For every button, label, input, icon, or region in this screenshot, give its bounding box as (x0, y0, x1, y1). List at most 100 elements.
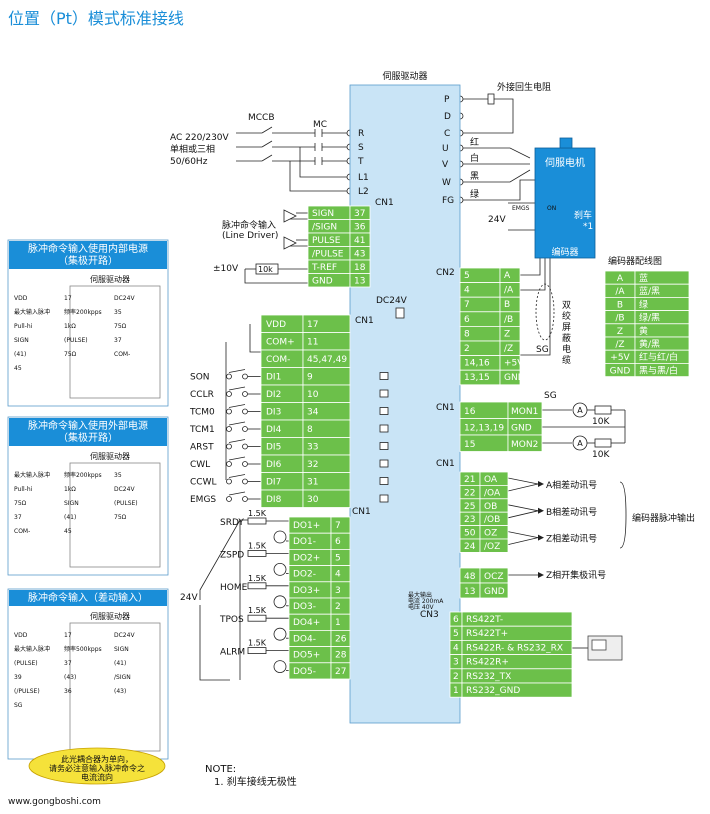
brake-label: 刹车 (574, 209, 592, 221)
side-panel-title: 脉冲命令输入（差动输入） (28, 591, 148, 604)
cable-label: 绞 (562, 310, 571, 322)
monitor-resistor (594, 438, 612, 448)
do-name: DO5+ (293, 651, 320, 661)
di-optocoupler (379, 459, 389, 468)
cn2-pin-number: 2 (464, 344, 470, 354)
cn2-pin-number: 14,16 (464, 359, 490, 369)
cn3-name: RS422T+ (466, 629, 508, 639)
cable-label: 屏 (562, 322, 571, 333)
cn1-do-label: CN1 (352, 507, 371, 517)
power-spec-line: 50/60Hz (170, 157, 208, 167)
motor-terminal-label: FG (442, 196, 454, 206)
regen-resistor (487, 93, 495, 105)
side-panel-title: （集极开路） (58, 254, 118, 267)
monitor-resistor (594, 405, 612, 415)
pulse-caption: 脉冲命令输入 (222, 219, 276, 231)
cn3-label: CN3 (420, 610, 439, 620)
di-switch-terminal (226, 496, 232, 502)
side-panel-label: (43) (64, 674, 76, 681)
side-panel-label: 75Ω (114, 323, 127, 330)
di-name: DI7 (266, 478, 281, 488)
cn1-label: CN1 (375, 198, 394, 208)
di-optocoupler (379, 477, 389, 485)
enc-out-signal-label: Z相差动讯号 (546, 533, 597, 545)
side-panel-label: 频率200kpps (64, 308, 102, 316)
side-panel-label: 1kΩ (64, 486, 76, 493)
di-pin: 33 (307, 443, 318, 453)
cn3-name: RS232_GND (466, 686, 520, 696)
enc-out-wire (507, 531, 539, 538)
encoder-table-color: 红与红/白 (639, 351, 678, 363)
di-switch-blade (228, 491, 246, 496)
enc-out-wire (507, 477, 539, 485)
cn3-pin: 5 (453, 629, 459, 639)
cn3-name: RS232_TX (466, 672, 511, 682)
di-signal-label: CCLR (190, 390, 214, 400)
cn2-pin-number: 6 (464, 315, 470, 325)
line-driver-symbol (283, 209, 297, 223)
enc-out-wire (507, 510, 539, 519)
pot-wire (244, 269, 308, 284)
side-panel-label: (41) (14, 351, 26, 358)
side-panel-header (9, 241, 167, 269)
caution-text: 请务必注意输入脉冲命令之 (49, 763, 145, 773)
side-panel-label: COM- (14, 528, 30, 535)
caution-text: 此光耦合器为单向， (61, 754, 133, 764)
cn3-pin: 2 (453, 672, 459, 682)
do-resistor (247, 614, 267, 622)
regen-label: 外接回生电阻 (497, 81, 551, 93)
brake-on-label: ON (547, 205, 556, 212)
do-resistor-label: 1.5K (248, 639, 267, 648)
side-panel-label: 37 (64, 660, 72, 667)
oc-name: OCZ (484, 572, 504, 582)
cable-shield (535, 283, 555, 341)
l1-wire (299, 147, 347, 178)
pulse-pin-number: 37 (354, 209, 365, 219)
ammeter-label: A (577, 406, 583, 415)
motor-terminal-label: U (442, 144, 449, 154)
servo-motor-body (534, 147, 596, 259)
do-name: DO2+ (293, 553, 320, 563)
cn2-sg-label: SG (536, 345, 549, 355)
do-pin: 28 (335, 651, 347, 661)
line-driver-symbol (283, 236, 297, 250)
side-panel-label: 最大输入脉冲 (14, 645, 50, 653)
di-pin: 8 (307, 425, 313, 435)
do-supply-wire (199, 519, 248, 600)
pulse-signal-name: GND (312, 277, 333, 287)
encoder-table-sig: /Z (615, 340, 624, 350)
input-power-pin: 45,47,49 (307, 355, 347, 365)
cn3-pin: 6 (453, 615, 459, 625)
enc-out-arrow (538, 534, 544, 541)
side-panel-driver-label: 伺服驱动器 (90, 611, 130, 621)
motor-wire (490, 179, 535, 201)
cn3-name: RS422T- (466, 615, 503, 625)
side-panel-label: /SIGN (114, 674, 131, 681)
do-name: DO1+ (293, 521, 320, 531)
monitor-name-cell (507, 434, 543, 452)
side-panel-driver-label: 伺服驱动器 (90, 274, 130, 284)
di-optocoupler (379, 407, 389, 415)
power-terminal-label: R (358, 129, 364, 139)
di-switch-terminal (226, 408, 232, 415)
di-optocoupler (379, 389, 389, 398)
enc-out-signal-label: B相差动讯号 (546, 506, 597, 518)
power-terminal-label: L2 (358, 187, 369, 197)
page-title: 位置（Pt）模式标准接线 (8, 9, 184, 28)
do-name: DO5- (293, 667, 316, 677)
enc-out-wire (507, 483, 539, 492)
di-switch-terminal (242, 408, 248, 415)
enc-out-name: OA (484, 475, 498, 485)
do-relay-coil (273, 530, 287, 544)
monitor-resistor-label: 10K (592, 450, 610, 460)
wire-color-label: 白 (470, 152, 479, 164)
regen-wire (463, 98, 514, 134)
side-panel-label: VDD (14, 295, 28, 302)
side-panel-label: 36 (64, 688, 72, 695)
side-panel-label: (PULSE) (114, 500, 138, 507)
di-name: DI8 (266, 495, 282, 505)
enc-out-pin: 22 (464, 488, 475, 498)
do-name: DO2- (293, 570, 316, 580)
